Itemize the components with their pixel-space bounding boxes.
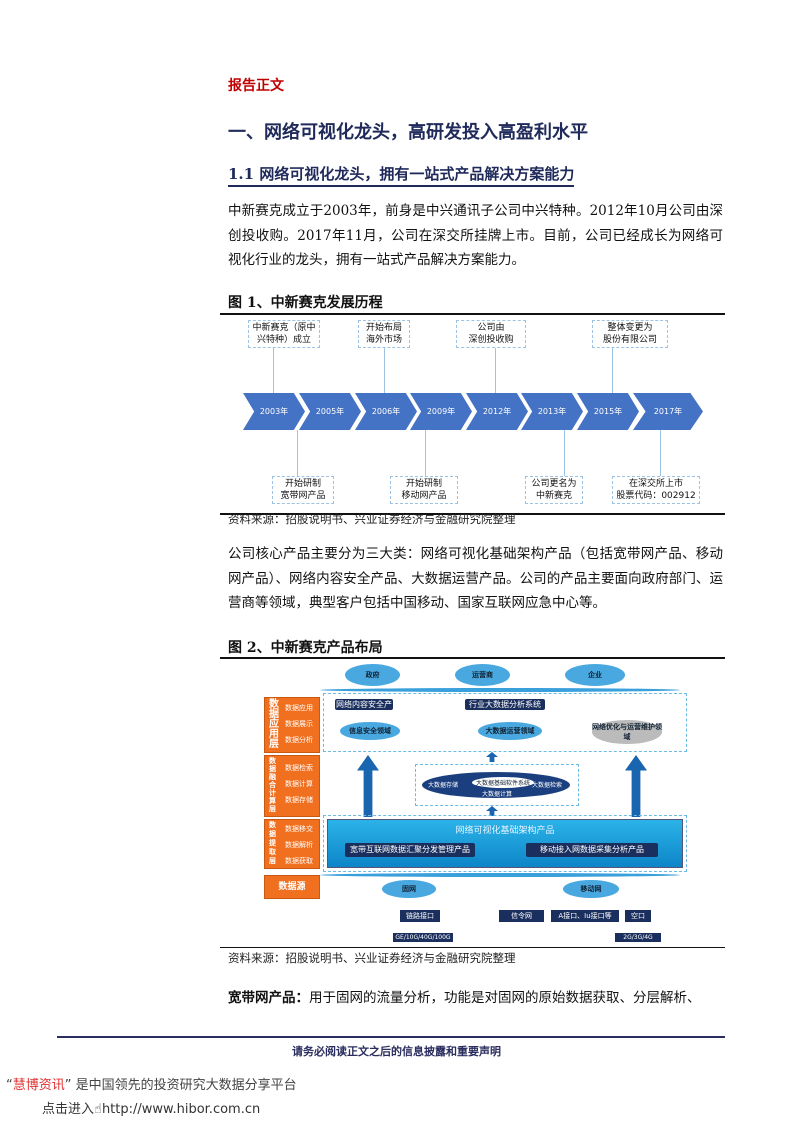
layer-compute: 数据融合计算层数据检索数据计算数据存储 xyxy=(264,755,320,817)
domain-cloud: 大数据运营领域 xyxy=(478,722,542,740)
connector-line xyxy=(297,430,298,476)
paragraph-1: 中新赛克成立于2003年，前身是中兴通讯子公司中兴特种。2012年10月公司由深… xyxy=(228,203,723,268)
interface-box: A接口、Iu接口等 xyxy=(551,910,619,922)
paragraph-3-lead: 宽带网产品： xyxy=(228,990,309,1006)
timeline-event: 开始布局海外市场 xyxy=(358,320,410,348)
hibor-brand: 慧博资讯 xyxy=(12,1078,65,1093)
connector-line xyxy=(564,430,565,476)
product-box: 行业大数据分析系统 xyxy=(465,699,545,710)
speed-box: 2G/3G/4G xyxy=(615,933,661,942)
wave-divider xyxy=(320,873,680,877)
interface-box: 信令网 xyxy=(499,910,544,922)
figure1-source: 资料来源：招股说明书、兴业证券经济与金融研究院整理 xyxy=(228,512,516,526)
timeline-event: 整体变更为股份有限公司 xyxy=(592,320,668,348)
customer-cloud: 政府 xyxy=(345,664,400,686)
hibor-link[interactable]: 点击进入☝http://www.hibor.com.cn xyxy=(42,1098,260,1117)
hibor-slogan-text: 是中国领先的投资研究大数据分享平台 xyxy=(75,1078,297,1093)
layer-application: 数据应用层数据应用数据展示数据分析 xyxy=(264,697,320,753)
hibor-url[interactable]: http://www.hibor.com.cn xyxy=(101,1102,261,1117)
timeline-event: 开始研制宽带网产品 xyxy=(272,476,334,504)
speed-box: GE/10G/40G/100G xyxy=(393,933,453,942)
hibor-slogan: “慧博资讯” 是中国领先的投资研究大数据分享平台 xyxy=(6,1078,297,1093)
infra-title: 网络可视化基础架构产品 xyxy=(455,826,555,836)
connector-line xyxy=(273,345,274,395)
source-cloud: 移动网 xyxy=(563,880,619,898)
hand-pointer-icon: ☝ xyxy=(94,1102,102,1117)
domain-cloud: 网络优化与运营维护领域 xyxy=(592,720,662,744)
hibor-enter: 点击进入 xyxy=(42,1102,95,1117)
footer-divider xyxy=(57,1036,725,1038)
footer-disclaimer: 请务必阅读正文之后的信息披露和重要声明 xyxy=(292,1045,501,1058)
customer-cloud: 企业 xyxy=(565,664,625,686)
report-label: 报告正文 xyxy=(228,78,284,94)
figure2-title: 图 2、中新赛克产品布局 xyxy=(228,640,383,656)
source-cloud: 固网 xyxy=(382,880,436,898)
customer-cloud: 运营商 xyxy=(455,664,510,686)
figure2-diagram xyxy=(220,657,725,948)
interface-box: 空口 xyxy=(625,910,651,922)
bigdata-ring: 大数据存储 大数据基础软件系统 大数据检索 大数据计算 xyxy=(422,772,570,798)
figure2-source: 资料来源：招股说明书、兴业证券经济与金融研究院整理 xyxy=(228,951,516,965)
interface-box: 链路接口 xyxy=(400,910,440,922)
application-area xyxy=(323,693,687,752)
subsection-title: 1.1 网络可视化龙头，拥有一站式产品解决方案能力 xyxy=(228,163,575,187)
bigdata-left: 大数据存储 xyxy=(428,782,459,789)
timeline-event: 开始研制移动网产品 xyxy=(390,476,458,504)
timeline-event: 公司由深创投收购 xyxy=(456,320,526,348)
figure1-title: 图 1、中新赛克发展历程 xyxy=(228,295,383,311)
up-arrow-icon xyxy=(486,752,498,762)
layer-source: 数据源 xyxy=(264,875,320,899)
domain-cloud: 信息安全领域 xyxy=(340,722,400,740)
connector-line xyxy=(660,430,661,476)
paragraph-3: 宽带网产品：用于固网的流量分析，功能是对固网的原始数据获取、分层解析、 xyxy=(228,986,723,1011)
timeline-event: 公司更名为中新赛克 xyxy=(525,476,583,504)
layer-extract: 数据提取层数据移交数据解析数据获取 xyxy=(264,819,320,869)
paragraph-2: 公司核心产品主要分为三大类：网络可视化基础架构产品（包括宽带网产品、移动网产品）… xyxy=(228,546,723,611)
figure1-timeline xyxy=(220,313,725,515)
connector-line xyxy=(425,430,426,476)
product-box: 网络内容安全产品 xyxy=(335,699,393,720)
connector-line xyxy=(384,345,385,395)
product-box: 移动接入网数据采集分析产品 xyxy=(526,843,658,857)
bigdata-bottom: 大数据计算 xyxy=(482,791,513,798)
bigdata-area xyxy=(415,764,579,806)
paragraph-3-text: 用于固网的流量分析，功能是对固网的原始数据获取、分层解析、 xyxy=(309,990,701,1006)
product-box: 宽带互联网数据汇聚分发管理产品 xyxy=(345,843,475,857)
connector-line xyxy=(612,345,613,395)
section-title: 一、网络可视化龙头，高研发投入高盈利水平 xyxy=(228,122,588,143)
connector-line xyxy=(495,345,496,395)
timeline-event: 在深交所上市股票代码：002912 xyxy=(612,476,700,504)
bigdata-right: 大数据检索 xyxy=(532,782,563,789)
up-arrow-icon xyxy=(486,806,498,816)
infra-area xyxy=(323,815,687,872)
wave-divider xyxy=(320,688,680,692)
bigdata-center: 大数据基础软件系统 xyxy=(472,777,535,788)
timeline-event: 中新赛克（原中兴特种）成立 xyxy=(248,320,320,348)
